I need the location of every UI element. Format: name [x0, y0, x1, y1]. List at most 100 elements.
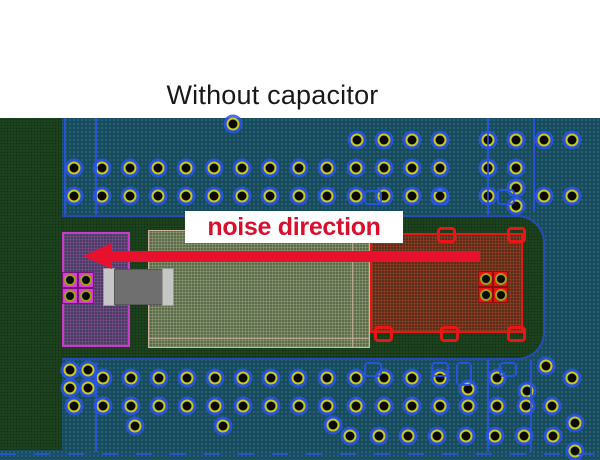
footprint-tab-red [507, 326, 526, 342]
via [236, 371, 250, 385]
via [216, 419, 230, 433]
trace-line-blue [533, 118, 535, 211]
trace-line-blue [95, 118, 97, 215]
board-green-left-column [0, 118, 62, 450]
via [377, 161, 391, 175]
via [459, 429, 473, 443]
footprint-tab-blue [364, 362, 382, 377]
via [517, 429, 531, 443]
via [377, 133, 391, 147]
via [263, 189, 277, 203]
via [123, 161, 137, 175]
pad-via [495, 289, 507, 301]
via [320, 371, 334, 385]
trace-line-blue [487, 360, 489, 452]
via [401, 429, 415, 443]
via [433, 133, 447, 147]
via [349, 399, 363, 413]
olive-region-inner-line [148, 338, 370, 339]
trace-line-blue [530, 360, 532, 452]
footprint-tab-blue [497, 189, 515, 205]
component-body [114, 269, 163, 305]
via [96, 371, 110, 385]
via [207, 189, 221, 203]
via [320, 161, 334, 175]
pcb-layout-screenshot [0, 117, 600, 460]
via [509, 133, 523, 147]
footprint-tab-blue [364, 190, 382, 205]
via [236, 399, 250, 413]
via [95, 189, 109, 203]
noise-direction-label: noise direction [185, 211, 403, 243]
pad-via [495, 273, 507, 285]
via [123, 189, 137, 203]
footprint-tab-blue [456, 362, 472, 386]
via [405, 399, 419, 413]
pad-via [480, 289, 492, 301]
via [546, 429, 560, 443]
via [63, 381, 77, 395]
pad-via [64, 290, 76, 302]
via [545, 399, 559, 413]
via [208, 371, 222, 385]
via [180, 399, 194, 413]
figure-title: Without capacitor [166, 80, 379, 110]
via [405, 161, 419, 175]
via [537, 189, 551, 203]
via [67, 189, 81, 203]
via [430, 429, 444, 443]
via [226, 117, 240, 131]
via [433, 371, 447, 385]
via [539, 359, 553, 373]
via [124, 399, 138, 413]
via [349, 371, 363, 385]
via [95, 161, 109, 175]
footprint-tab-blue [499, 362, 517, 377]
via [565, 371, 579, 385]
via [291, 371, 305, 385]
pad-via [480, 273, 492, 285]
via [568, 444, 582, 458]
via [405, 133, 419, 147]
via [179, 189, 193, 203]
via [207, 161, 221, 175]
via [263, 161, 277, 175]
olive-region [148, 230, 370, 348]
via [151, 189, 165, 203]
pad-via [64, 274, 76, 286]
via [320, 399, 334, 413]
via [128, 419, 142, 433]
trace-line-blue [95, 362, 97, 452]
via [67, 399, 81, 413]
via [377, 399, 391, 413]
via [433, 399, 447, 413]
via [405, 371, 419, 385]
footprint-tab-red [440, 326, 459, 342]
trace-line-blue [64, 118, 66, 215]
via [264, 371, 278, 385]
via [565, 189, 579, 203]
footprint-tab-red [507, 227, 526, 243]
via [488, 429, 502, 443]
footprint-tab-red [437, 227, 456, 243]
via [96, 399, 110, 413]
via [537, 133, 551, 147]
footprint-tab-blue [431, 190, 449, 205]
via [264, 399, 278, 413]
via [63, 363, 77, 377]
via [320, 189, 334, 203]
via [490, 399, 504, 413]
via [152, 399, 166, 413]
olive-region-divider [352, 230, 353, 348]
bottom-trace-line [0, 453, 600, 455]
via [292, 399, 306, 413]
via [124, 371, 138, 385]
via [372, 429, 386, 443]
pad-via [80, 274, 92, 286]
via [350, 133, 364, 147]
via [81, 363, 95, 377]
via [292, 189, 306, 203]
via [568, 416, 582, 430]
via [461, 399, 475, 413]
